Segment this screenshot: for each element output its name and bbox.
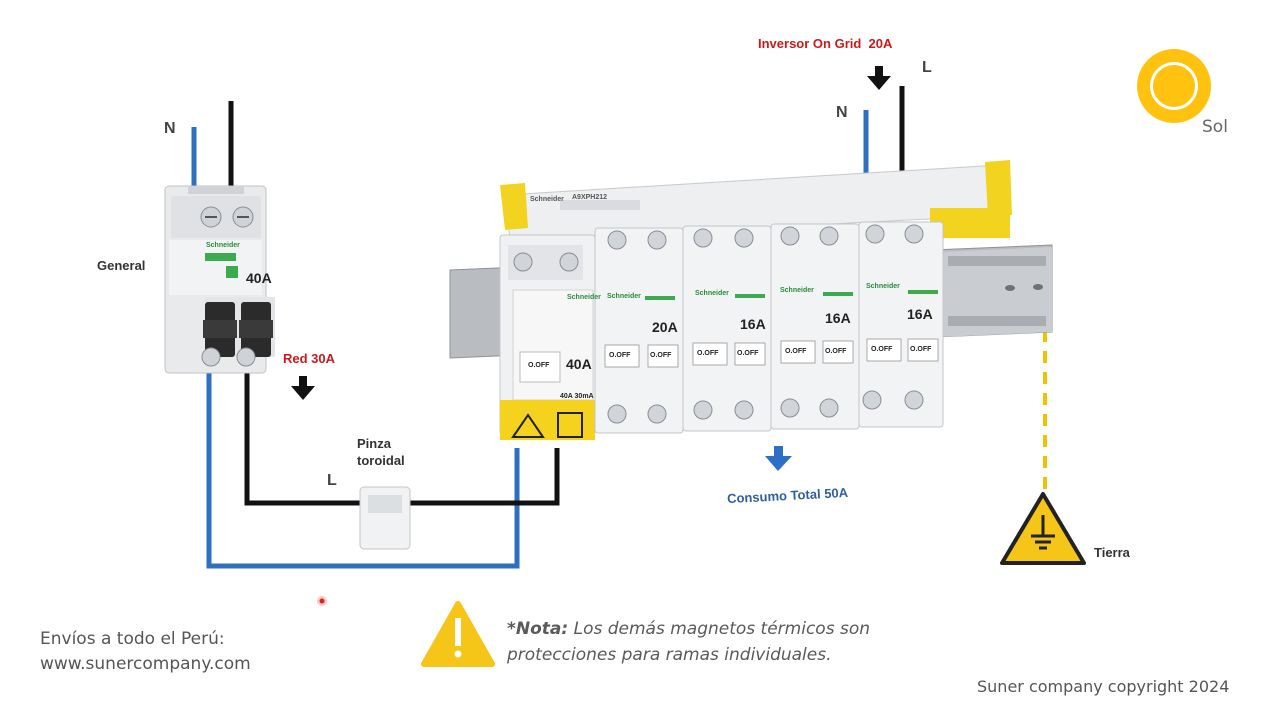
sun-icon <box>1137 49 1211 123</box>
rcd-subrating: 40A 30mA <box>560 393 594 400</box>
line-label-top: L <box>922 59 932 76</box>
cursor-indicator <box>317 596 327 606</box>
off-label-4b: O.OFF <box>910 346 932 353</box>
brand-mcb-3: Schneider <box>780 287 814 294</box>
inverter-label: Inversor On Grid 20A <box>758 36 892 51</box>
arrow-down-icon <box>291 376 315 400</box>
inverter-amp: 20A <box>868 36 893 51</box>
contact-block: Envíos a todo el Perú: www.sunercompany.… <box>40 627 251 677</box>
busbar-code: A9XPH212 <box>572 194 608 201</box>
mcb-module-4 <box>858 221 944 428</box>
note-line-1: Los demás magnetos térmicos son <box>573 619 870 639</box>
brand-busbar: Schneider <box>530 196 564 203</box>
rcd-module <box>499 234 596 440</box>
brand-rcd: Schneider <box>567 294 601 301</box>
sun-label: Sol <box>1202 117 1228 137</box>
neutral-wire-loop <box>206 372 520 569</box>
main-breaker <box>164 185 275 374</box>
note-block: *Nota: Los demás magnetos térmicos son p… <box>507 616 870 668</box>
general-label: General <box>97 258 146 273</box>
brand-mcb-1: Schneider <box>607 293 641 300</box>
off-label-1a: O.OFF <box>609 352 631 359</box>
mcb-rating-1: 20A <box>652 319 678 335</box>
off-label-4a: O.OFF <box>871 346 893 353</box>
note-line-2: protecciones para ramas individuales. <box>507 645 832 665</box>
neutral-label-top: N <box>836 104 848 121</box>
off-label-1b: O.OFF <box>650 352 672 359</box>
inverter-text: Inversor On Grid <box>758 36 862 51</box>
toroidal-clamp <box>359 486 411 550</box>
main-breaker-rating: 40A <box>246 270 272 286</box>
neutral-label-left: N <box>164 120 176 137</box>
contact-line-1: Envíos a todo el Perú: <box>40 629 225 649</box>
off-label-3b: O.OFF <box>825 348 847 355</box>
line-label-bottom: L <box>327 472 337 489</box>
off-label-2a: O.OFF <box>697 350 719 357</box>
toroid-label-2: toroidal <box>357 453 405 468</box>
mcb-module-2 <box>682 225 772 432</box>
arrow-down-icon <box>765 446 792 471</box>
toroid-label-1: Pinza <box>357 436 391 451</box>
earth-label: Tierra <box>1094 545 1130 560</box>
mcb-module-1 <box>594 227 684 434</box>
off-label-2b: O.OFF <box>737 350 759 357</box>
busbar <box>500 160 1012 241</box>
brand-main: Schneider <box>206 242 240 249</box>
earth-warning-icon <box>1000 492 1086 565</box>
brand-mcb-4: Schneider <box>866 283 900 290</box>
arrow-down-icon <box>867 66 891 90</box>
mcb-rating-2: 16A <box>740 316 766 332</box>
grid-label: Red 30A <box>283 351 336 366</box>
copyright: Suner company copyright 2024 <box>977 677 1230 696</box>
off-label-rcd: O.OFF <box>528 362 550 369</box>
contact-url: www.sunercompany.com <box>40 654 251 674</box>
mcb-rating-3: 16A <box>825 310 851 326</box>
mcb-rating-4: 16A <box>907 306 933 322</box>
mcb-module-3 <box>770 223 860 430</box>
warning-icon <box>421 601 495 667</box>
brand-mcb-2: Schneider <box>695 290 729 297</box>
rcd-rating: 40A <box>566 356 592 372</box>
off-label-3a: O.OFF <box>785 348 807 355</box>
note-title: *Nota: <box>507 619 569 639</box>
